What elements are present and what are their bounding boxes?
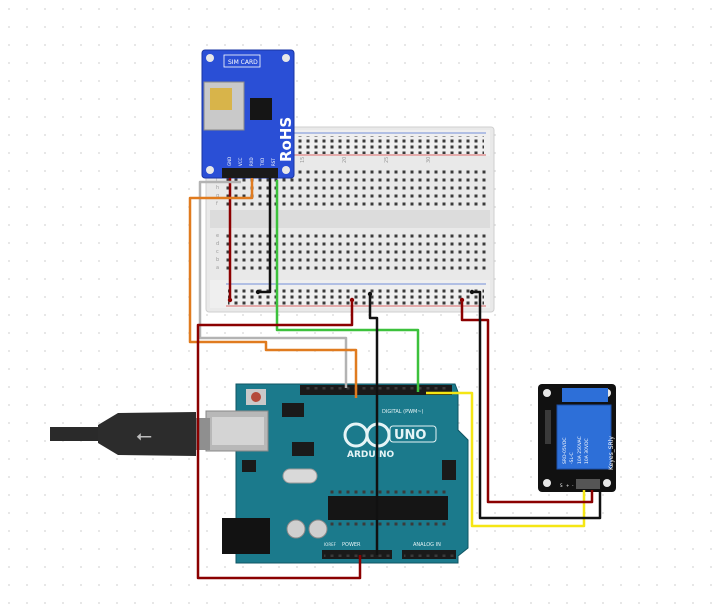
relay-block (556, 404, 612, 470)
gsm-pin-label: RXD (249, 157, 254, 166)
wires (188, 178, 602, 580)
rohs-label: RoHS (277, 117, 295, 162)
power-label: POWER (342, 542, 361, 548)
capacitor (286, 519, 306, 539)
crystal (282, 468, 318, 484)
arduino-uno[interactable]: DIGITAL (PWM~) ARDUINO UNO POWER ANALOG … (205, 383, 469, 564)
usb-symbol-icon: ⭠ (136, 423, 152, 447)
relay-spec: -SL-C (569, 452, 575, 464)
icsp-header (282, 403, 304, 417)
wire-red (460, 300, 594, 504)
gsm-pin-label: RST (271, 158, 276, 166)
analog-label: ANALOG IN (413, 542, 441, 548)
gsm-pin-header (222, 168, 278, 178)
gsm-pin-label: TXD (260, 158, 265, 167)
sim-card-label: SIM CARD (228, 59, 258, 66)
column-number: 25 (384, 157, 390, 163)
row-letter: c (216, 249, 219, 255)
wire-black (368, 294, 379, 555)
atmega-chip (328, 496, 448, 520)
row-letter: a (216, 265, 219, 271)
digital-label: DIGITAL (PWM~) (382, 409, 424, 415)
gsm-module[interactable]: SIM CARD RoHS GND VCC RXD TXD RST (201, 49, 295, 179)
ioref-label: IOREF (324, 542, 337, 547)
relay-diode (545, 410, 551, 444)
wire-black (258, 178, 272, 294)
relay-pin-label: S (560, 483, 563, 488)
row-letter: b (216, 257, 219, 263)
column-number: 30 (426, 157, 432, 163)
column-number: 20 (342, 157, 348, 163)
gsm-chip (250, 98, 272, 120)
wire-gray (198, 180, 348, 388)
relay-module[interactable]: SRD-05VDC -SL-C 10A 250VAC 10A 30VDC Key… (538, 384, 616, 492)
power-jack (222, 518, 270, 554)
terminal-block-bottom (226, 230, 486, 272)
gsm-pin-label: VCC (238, 157, 243, 166)
row-letter: i (216, 177, 217, 183)
relay-terminal (562, 388, 608, 402)
relay-pin-label: - (572, 483, 574, 488)
icsp-header (442, 460, 456, 480)
voltage-regulator (242, 460, 256, 472)
relay-pin-label: + (566, 483, 569, 488)
wire-yellow (426, 391, 586, 528)
model-label: UNO (394, 428, 427, 443)
usb-chip (292, 442, 314, 456)
relay-spec: 10A 250VAC (577, 436, 583, 464)
row-letter: g (216, 193, 219, 199)
center-channel (210, 210, 490, 228)
row-letter: d (216, 241, 219, 247)
row-letter: f (216, 201, 218, 207)
wire-black (472, 290, 602, 520)
relay-label: Keyes_SRly (608, 436, 615, 470)
row-letter: h (216, 185, 219, 191)
row-letter: e (216, 233, 219, 239)
gsm-pin-label: GND (227, 157, 232, 166)
relay-spec: SRD-05VDC (562, 438, 568, 464)
column-number: 15 (300, 157, 306, 163)
brand-label: ARDUINO (347, 450, 395, 460)
relay-pin-header (576, 479, 600, 489)
sim-label-box (223, 54, 261, 68)
relay-spec: 10A 30VDC (584, 438, 590, 464)
wire-endpoints (227, 289, 475, 303)
capacitor (308, 519, 328, 539)
wire-orange (188, 178, 358, 398)
usb-cable: ⭠ (50, 412, 210, 456)
wire-green (275, 180, 420, 392)
wire-red (196, 300, 362, 580)
